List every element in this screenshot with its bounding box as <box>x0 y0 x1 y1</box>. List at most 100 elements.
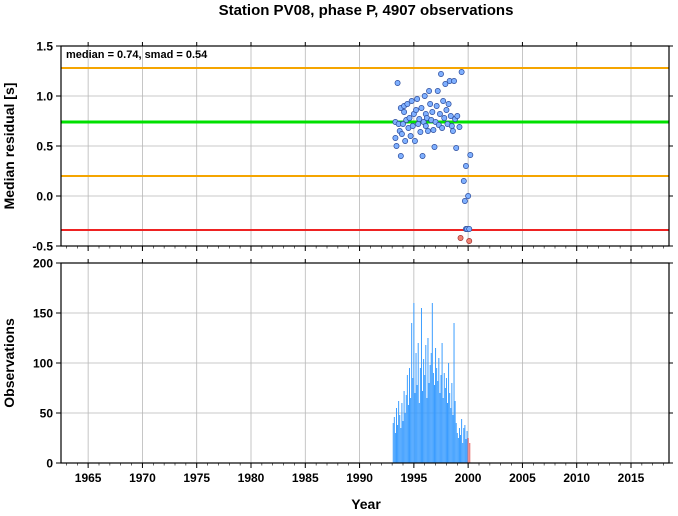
x-tick-label: 2010 <box>563 471 590 485</box>
observations-bar <box>435 348 437 463</box>
observations-bar <box>463 428 465 463</box>
residual-point <box>460 178 467 184</box>
observations-y-tick-label: 50 <box>40 407 54 421</box>
residual-point <box>398 131 405 137</box>
observations-bar <box>428 383 430 463</box>
observations-bar <box>417 343 419 463</box>
residual-point <box>414 96 421 102</box>
residual-point <box>394 80 401 86</box>
observations-bar <box>410 398 412 463</box>
residual-point <box>416 116 423 122</box>
residual-point <box>413 107 419 113</box>
residual-point <box>426 88 433 94</box>
chart-title: Station PV08, phase P, 4907 observations <box>219 2 514 19</box>
residual-point <box>442 81 449 87</box>
x-tick-label: 1985 <box>292 471 319 485</box>
observations-bar <box>464 425 466 463</box>
residual-point <box>458 69 465 75</box>
observations-bar <box>437 381 439 463</box>
x-tick-label: 1970 <box>129 471 156 485</box>
residual-point <box>429 109 436 115</box>
residual-point <box>466 226 473 232</box>
x-tick-label: 1975 <box>183 471 210 485</box>
observations-bar <box>405 395 407 463</box>
residual-point <box>440 98 447 104</box>
residual-y-axis-label: Median residual [s] <box>1 83 17 210</box>
observations-y-tick-label: 100 <box>33 357 53 371</box>
residual-point <box>453 145 460 151</box>
observations-bar <box>456 433 458 463</box>
observations-bar <box>392 423 394 463</box>
observations-bar <box>443 373 445 463</box>
residual-point <box>401 109 408 115</box>
residual-point <box>408 98 415 104</box>
observations-y-axis-label: Observations <box>1 318 17 408</box>
observations-bar <box>420 308 422 463</box>
x-axis-label: Year <box>351 496 381 511</box>
residual-point <box>415 121 422 127</box>
observations-bar <box>449 393 451 463</box>
observations-bar <box>403 391 405 463</box>
observations-bar <box>398 401 400 463</box>
observations-bar <box>426 398 428 463</box>
observations-bar <box>413 303 415 463</box>
residual-point <box>463 163 469 169</box>
residual-point <box>451 78 457 84</box>
observations-y-tick-label: 0 <box>46 457 53 471</box>
observations-bar <box>460 435 462 463</box>
observations-y-tick-label: 200 <box>33 257 53 271</box>
observations-bar <box>402 421 404 463</box>
observations-bar <box>400 428 402 463</box>
observations-bar <box>393 417 395 463</box>
residual-point <box>447 113 454 119</box>
residual-point <box>448 123 455 129</box>
observations-bar <box>461 419 463 463</box>
observations-bar <box>399 415 401 463</box>
residual-y-tick-label: 1.5 <box>36 40 53 54</box>
observations-bar <box>409 368 410 463</box>
observations-bar <box>457 438 459 463</box>
residual-point <box>430 127 437 133</box>
residual-point <box>418 105 425 111</box>
residual-point <box>425 128 431 134</box>
residual-point <box>397 153 404 159</box>
observations-y-tick-label: 150 <box>33 307 53 321</box>
observations-bar <box>425 345 427 463</box>
residual-y-tick-label: 0.5 <box>36 140 53 154</box>
x-tick-label: 2015 <box>618 471 645 485</box>
observations-bar <box>412 378 414 463</box>
observations-bar <box>427 338 429 463</box>
observations-bar <box>439 393 441 463</box>
observations-bar <box>447 403 448 463</box>
residual-point <box>422 123 429 129</box>
residual-point <box>449 128 456 134</box>
observations-bar <box>416 385 418 463</box>
residual-point <box>417 129 424 135</box>
observations-bar <box>419 368 421 463</box>
observations-bar <box>450 408 452 463</box>
observations-bar <box>432 373 434 463</box>
residual-point <box>400 121 406 127</box>
observations-bar <box>436 368 438 463</box>
residual-point <box>456 124 463 130</box>
residual-y-tick-label: 0.0 <box>36 190 53 204</box>
residual-point-below-threshold <box>466 238 473 244</box>
observations-bar <box>429 365 431 463</box>
observations-bar <box>418 403 420 463</box>
observations-bar <box>455 423 457 463</box>
observations-bar <box>442 398 444 463</box>
observations-bar <box>466 431 468 463</box>
residual-point <box>454 113 461 119</box>
residual-point <box>433 103 440 109</box>
x-tick-label: 2000 <box>455 471 482 485</box>
observations-bar <box>445 378 447 463</box>
observations-bar <box>451 383 453 463</box>
residual-point <box>438 71 444 77</box>
x-tick-label: 1995 <box>401 471 428 485</box>
residual-point <box>404 101 411 107</box>
residual-panel-frame <box>60 45 670 247</box>
residual-point <box>465 193 472 199</box>
observations-bar <box>424 375 426 463</box>
